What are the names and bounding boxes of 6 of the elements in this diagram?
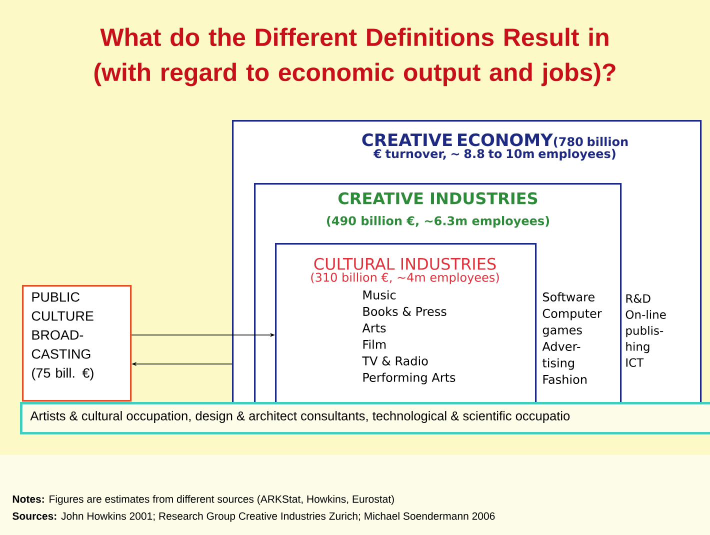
note-text: Notes: Figures are estimates from different sources (ARKStat, Howkins, Eurostat) xyxy=(12,495,394,505)
occupation-band: Artists & cultural occupation, design & architect consultants, technological & scientific occupatio xyxy=(20,402,710,434)
cultural-box: CULTURAL INDUSTRIES (310 billion €, ~4m employees) Music Books & Press Arts Film TV & Radio Performing Arts xyxy=(275,243,537,407)
public-box: PUBLIC CULTURE BROAD- CASTING (75 bill. €) xyxy=(22,285,132,402)
title: What do the Different Definitions Result in (with regard to economic output and jobs)? xyxy=(94,28,616,86)
note-text: Sources: John Howkins 2001; Research Group Creative Industries Zurich; Michael Soendermann 2006 xyxy=(12,512,495,522)
